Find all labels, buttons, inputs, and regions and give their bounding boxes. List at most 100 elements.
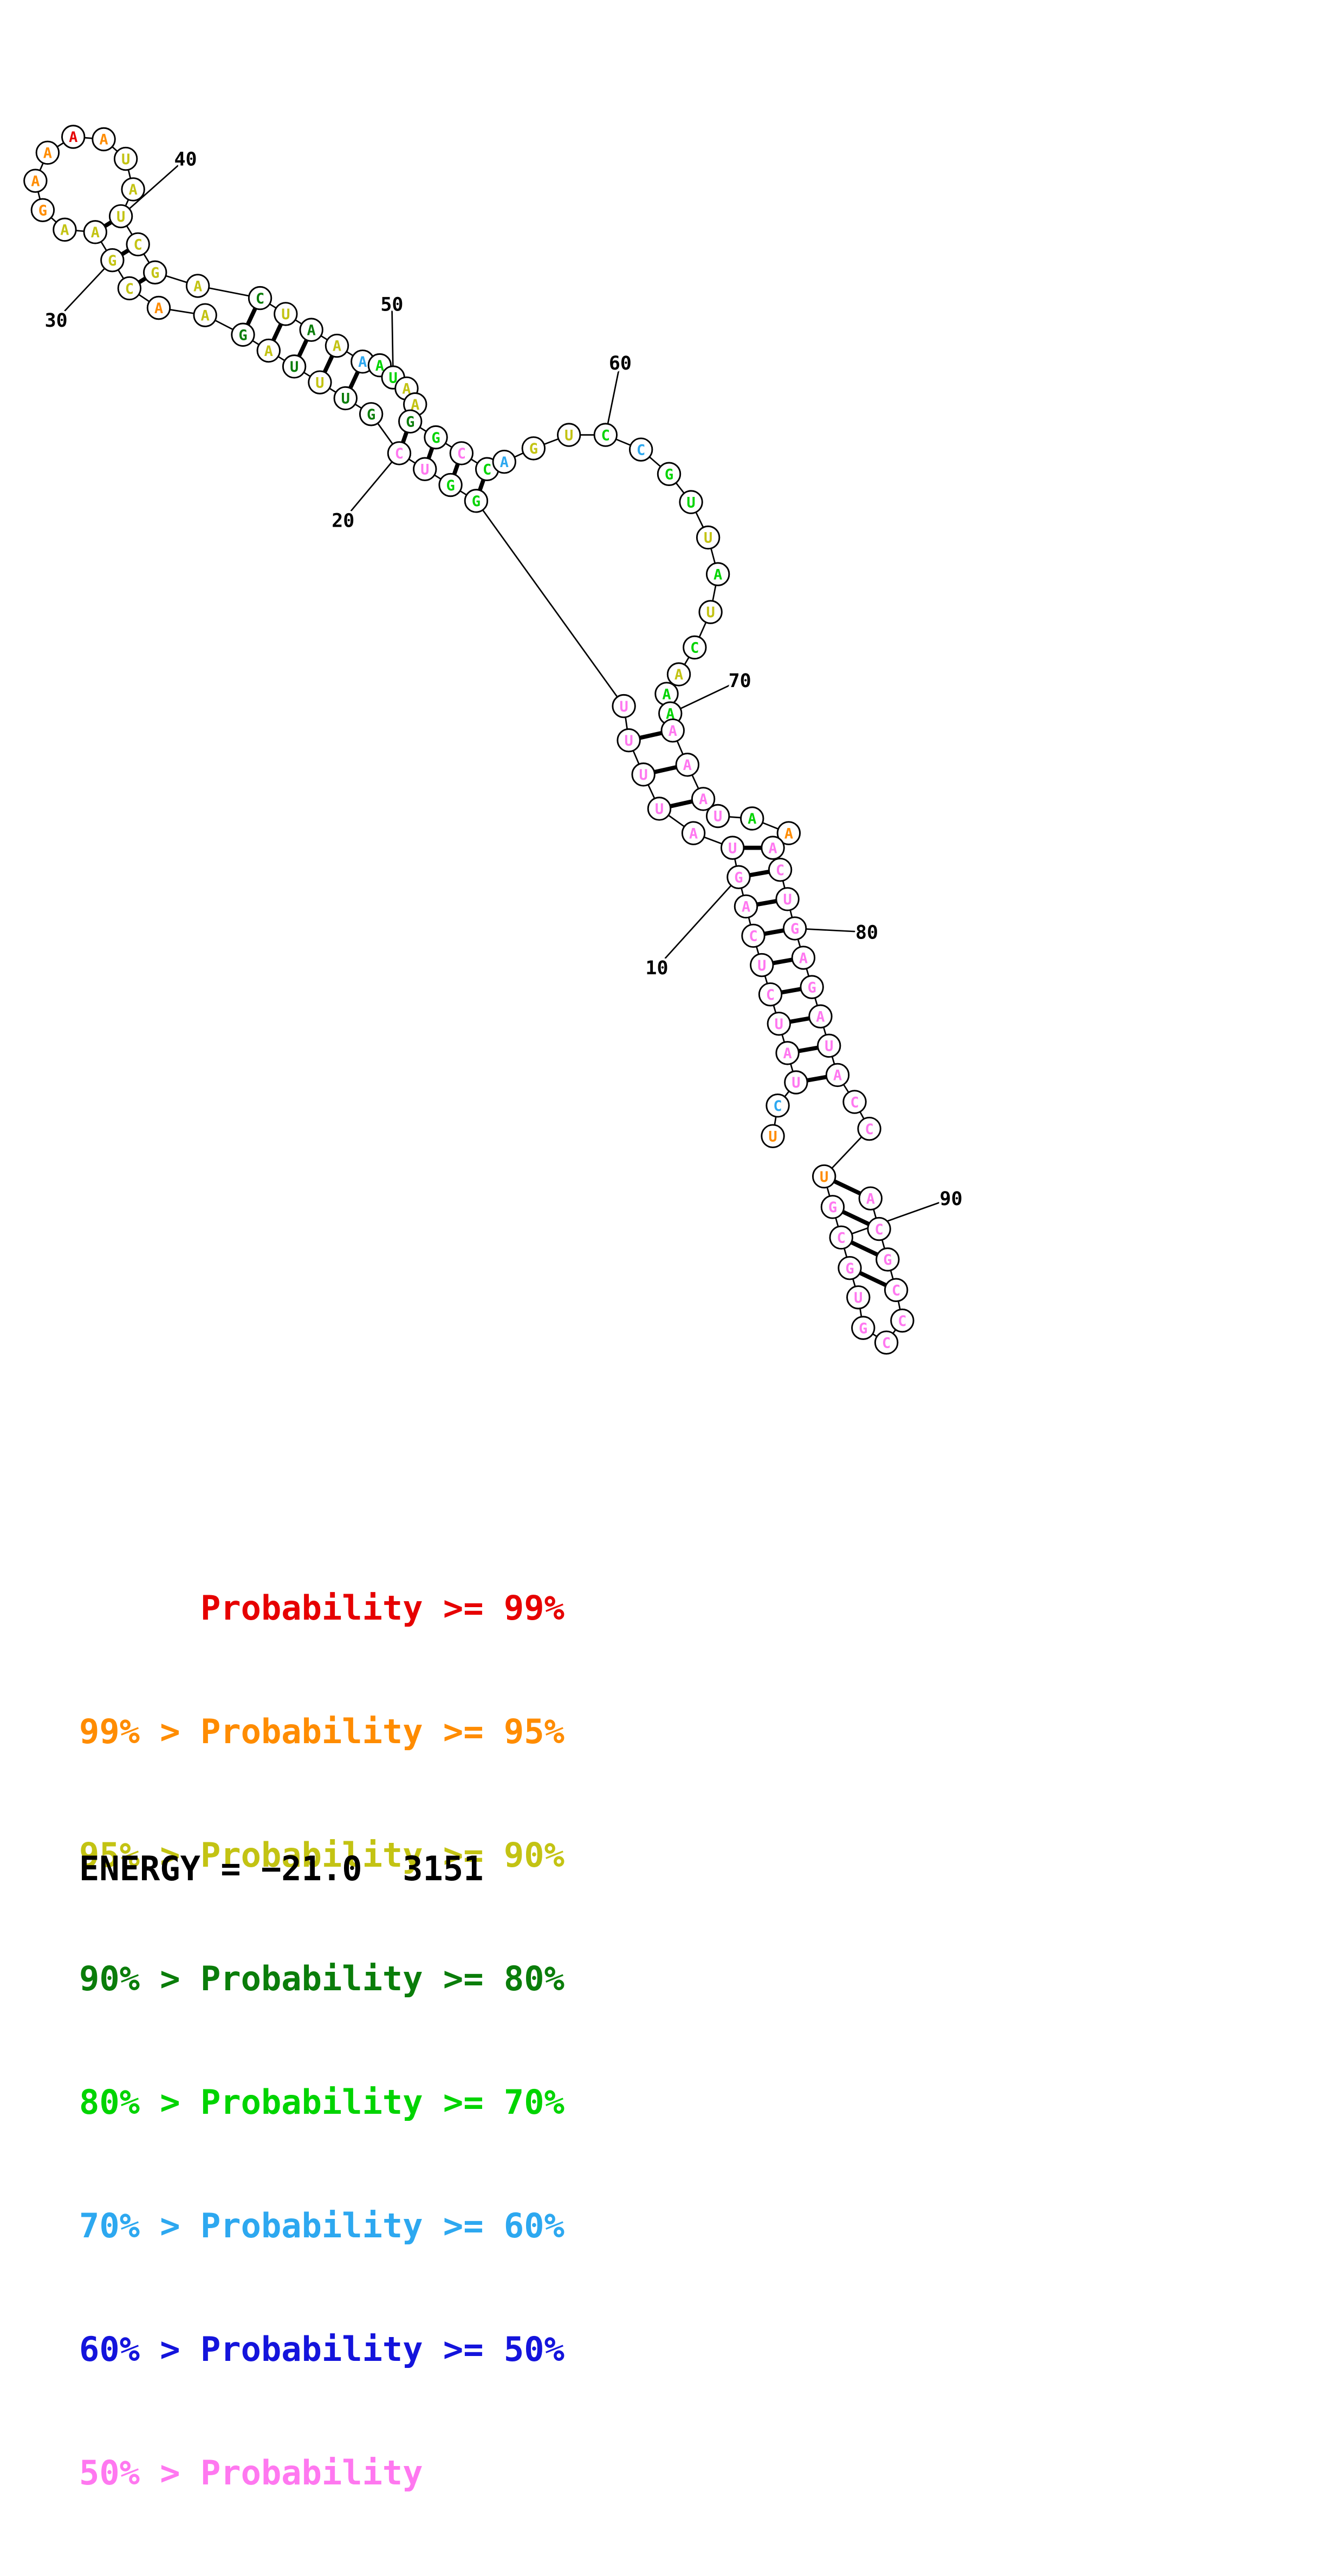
nucleotide-base: C xyxy=(256,290,264,307)
nucleotide-circle xyxy=(851,1316,875,1340)
nucleotide-circle xyxy=(117,276,142,301)
nucleotide-base: G xyxy=(828,1199,837,1216)
nucleotide-base: U xyxy=(281,306,290,323)
nucleotide-base: U xyxy=(565,427,573,444)
nucleotide-base: C xyxy=(395,445,404,462)
nucleotide-base: G xyxy=(108,253,116,269)
nucleotide-circle xyxy=(842,1090,867,1114)
nucleotide-circle xyxy=(829,1225,853,1250)
nucleotide-base: A xyxy=(193,278,202,295)
nucleotide-circle xyxy=(617,728,641,753)
nucleotide-circle xyxy=(193,303,217,327)
nucleotide-base: C xyxy=(773,1098,782,1115)
nucleotide-circle xyxy=(741,923,765,948)
nucleotide-base: U xyxy=(655,801,664,818)
nucleotide-circle xyxy=(248,286,273,310)
nucleotide-base: G xyxy=(734,869,743,886)
nucleotide-circle xyxy=(666,662,691,687)
nucleotide-base: U xyxy=(121,151,130,168)
nucleotide-circle xyxy=(53,217,77,242)
nucleotide-circle xyxy=(681,821,706,845)
label-leader-line xyxy=(670,679,741,714)
nucleotide-circle xyxy=(705,562,730,586)
nucleotide-base: U xyxy=(290,359,299,376)
nucleotide-base: U xyxy=(704,530,712,547)
nucleotide-circle xyxy=(825,1063,850,1088)
nucleotide-circle xyxy=(333,386,358,411)
nucleotide-circle xyxy=(846,1285,871,1310)
nucleotide-base: G xyxy=(883,1252,892,1268)
nucleotide-base: G xyxy=(529,441,538,457)
nucleotide-circle xyxy=(768,857,793,882)
nucleotide-base: U xyxy=(686,494,695,511)
nucleotide-base: U xyxy=(854,1290,862,1306)
nucleotide-circle xyxy=(83,220,107,244)
legend-row-p95: 99% > Probability >= 95% xyxy=(79,1712,565,1751)
nucleotide-base: C xyxy=(483,461,491,478)
position-label: 80 xyxy=(855,922,878,943)
nucleotide-circle xyxy=(30,198,55,222)
nucleotide-circle xyxy=(734,894,758,919)
nucleotide-circle xyxy=(782,916,807,941)
nucleotide-base: U xyxy=(624,733,633,749)
legend-row-p60: 70% > Probability >= 60% xyxy=(79,2206,565,2245)
nucleotide-circle xyxy=(726,865,751,889)
nucleotide-base: A xyxy=(333,338,341,355)
nucleotide-base: A xyxy=(60,222,69,239)
nucleotide-base: A xyxy=(683,757,692,774)
nucleotide-base: G xyxy=(446,477,455,494)
nucleotide-base: G xyxy=(38,203,47,219)
nucleotide-circle xyxy=(185,274,210,298)
nucleotide-base: U xyxy=(775,1016,783,1033)
nucleotide-base: A xyxy=(31,173,40,190)
nucleotide-circle xyxy=(413,457,437,481)
nucleotide-circle xyxy=(791,946,816,970)
label-leader-line xyxy=(841,1198,952,1239)
nucleotide-base: U xyxy=(713,808,722,825)
nucleotide-circle xyxy=(612,694,636,719)
nucleotide-circle xyxy=(92,127,116,152)
legend-row-below50: 50% > Probability xyxy=(79,2453,423,2493)
position-label: 20 xyxy=(332,510,354,532)
nucleotide-base: C xyxy=(134,237,142,254)
nucleotide-base: A xyxy=(783,1045,791,1062)
nucleotide-circle xyxy=(758,982,783,1007)
nucleotide-circle xyxy=(231,322,255,347)
nucleotide-circle xyxy=(867,1216,891,1241)
nucleotide-circle xyxy=(776,821,801,845)
nucleotide-base: G xyxy=(845,1260,854,1277)
nucleotide-base: C xyxy=(892,1282,900,1299)
nucleotide-base: A xyxy=(799,950,808,967)
nucleotide-base: U xyxy=(783,891,791,908)
nucleotide-circle xyxy=(121,177,145,202)
position-label: 60 xyxy=(609,353,632,374)
nucleotide-circle xyxy=(750,953,774,978)
nucleotide-circle xyxy=(705,804,730,829)
nucleotide-circle xyxy=(631,762,656,787)
nucleotide-circle xyxy=(100,248,125,273)
nucleotide-circle xyxy=(146,295,171,320)
nucleotide-base: C xyxy=(776,862,784,879)
nucleotide-circle xyxy=(556,423,581,447)
nucleotide-base: A xyxy=(375,358,384,374)
nucleotide-base: A xyxy=(833,1067,842,1084)
nucleotide-base: A xyxy=(154,300,163,317)
nucleotide-base: C xyxy=(898,1313,906,1330)
nucleotide-base: U xyxy=(820,1169,828,1186)
nucleotide-base: A xyxy=(742,899,750,916)
nucleotide-base: C xyxy=(874,1221,883,1238)
nucleotide-base: A xyxy=(69,129,77,146)
nucleotide-base: C xyxy=(837,1230,846,1247)
nucleotide-circle xyxy=(808,1004,833,1028)
nucleotide-base: C xyxy=(637,442,645,458)
position-label: 70 xyxy=(729,670,751,692)
nucleotide-base: A xyxy=(129,182,138,198)
nucleotide-base: U xyxy=(706,604,715,621)
nucleotide-base: G xyxy=(859,1320,867,1337)
nucleotide-circle xyxy=(593,423,618,447)
nucleotide-circle xyxy=(679,490,703,514)
nucleotide-circle xyxy=(492,449,516,474)
nucleotide-base: U xyxy=(825,1038,833,1055)
nucleotide-base: U xyxy=(420,461,429,478)
